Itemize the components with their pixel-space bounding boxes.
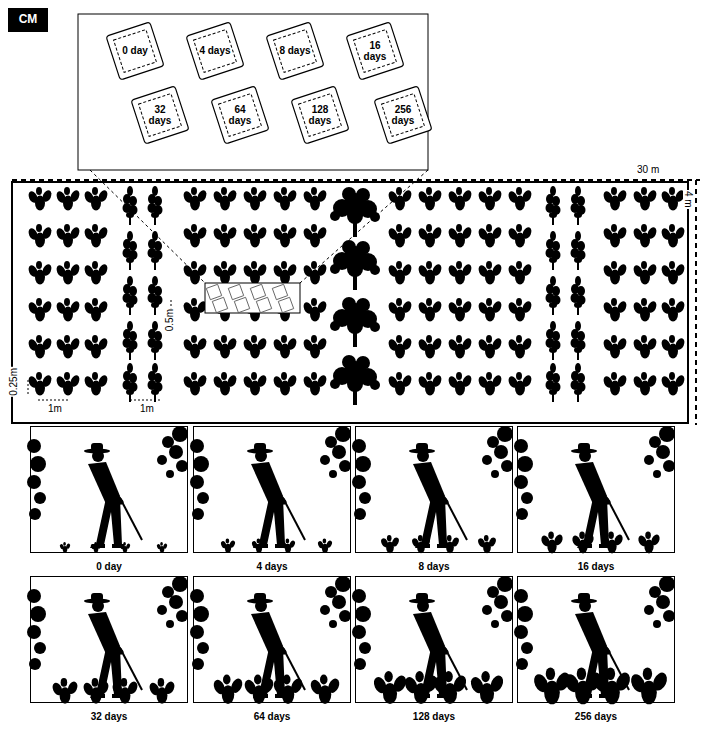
panel-caption: 64 days: [254, 711, 291, 723]
plot-label: 8 days: [278, 45, 312, 57]
harvest-panel: 256 days: [517, 576, 675, 722]
plot-square: 4 days: [190, 26, 240, 76]
plot-label: 128 days: [303, 104, 337, 127]
plot-label: 256 days: [386, 104, 420, 127]
figure-label: CM: [19, 13, 38, 27]
panel-illustration: [30, 426, 188, 553]
panel-illustration: [517, 576, 675, 703]
dimension-label: 0.5m: [164, 308, 175, 332]
harvest-panel: 16 days: [517, 426, 675, 572]
plot-square: 16 days: [350, 26, 400, 76]
plot-label: 16 days: [358, 40, 392, 63]
panel-illustration: [30, 576, 188, 703]
panel-caption: 8 days: [418, 561, 449, 573]
dimension-label: 1m: [139, 403, 155, 414]
harvest-panel: 128 days: [355, 576, 513, 722]
panel-caption: 32 days: [91, 711, 128, 723]
plot-square: 8 days: [270, 26, 320, 76]
plot-label: 32 days: [143, 104, 177, 127]
plot-square: 64 days: [215, 90, 265, 140]
harvest-panel: 0 day: [30, 426, 188, 572]
harvest-panel: 4 days: [193, 426, 351, 572]
panel-caption: 128 days: [413, 711, 455, 723]
panel-caption: 16 days: [578, 561, 615, 573]
panel-illustration: [355, 576, 513, 703]
plot-square: 128 days: [295, 90, 345, 140]
plot-label: 4 days: [198, 45, 232, 57]
panel-caption: 4 days: [256, 561, 287, 573]
harvest-panel: 8 days: [355, 426, 513, 572]
plot-square: 256 days: [378, 90, 428, 140]
plot-square: 0 day: [110, 26, 160, 76]
dimension-label: 4 m: [683, 190, 694, 209]
figure-label-box: CM: [8, 8, 48, 32]
dimension-label: 30 m: [636, 164, 660, 175]
panel-illustration: [517, 426, 675, 553]
harvest-panel: 32 days: [30, 576, 188, 722]
plot-square: 32 days: [135, 90, 185, 140]
panel-illustration: [193, 576, 351, 703]
panel-caption: 256 days: [575, 711, 617, 723]
dimension-label: 0.25m: [8, 367, 19, 397]
harvest-panel: 64 days: [193, 576, 351, 722]
dimension-label: 1m: [47, 403, 63, 414]
plot-label: 0 day: [118, 45, 152, 57]
panel-illustration: [193, 426, 351, 553]
plot-label: 64 days: [223, 104, 257, 127]
panel-illustration: [355, 426, 513, 553]
panel-caption: 0 day: [96, 561, 122, 573]
